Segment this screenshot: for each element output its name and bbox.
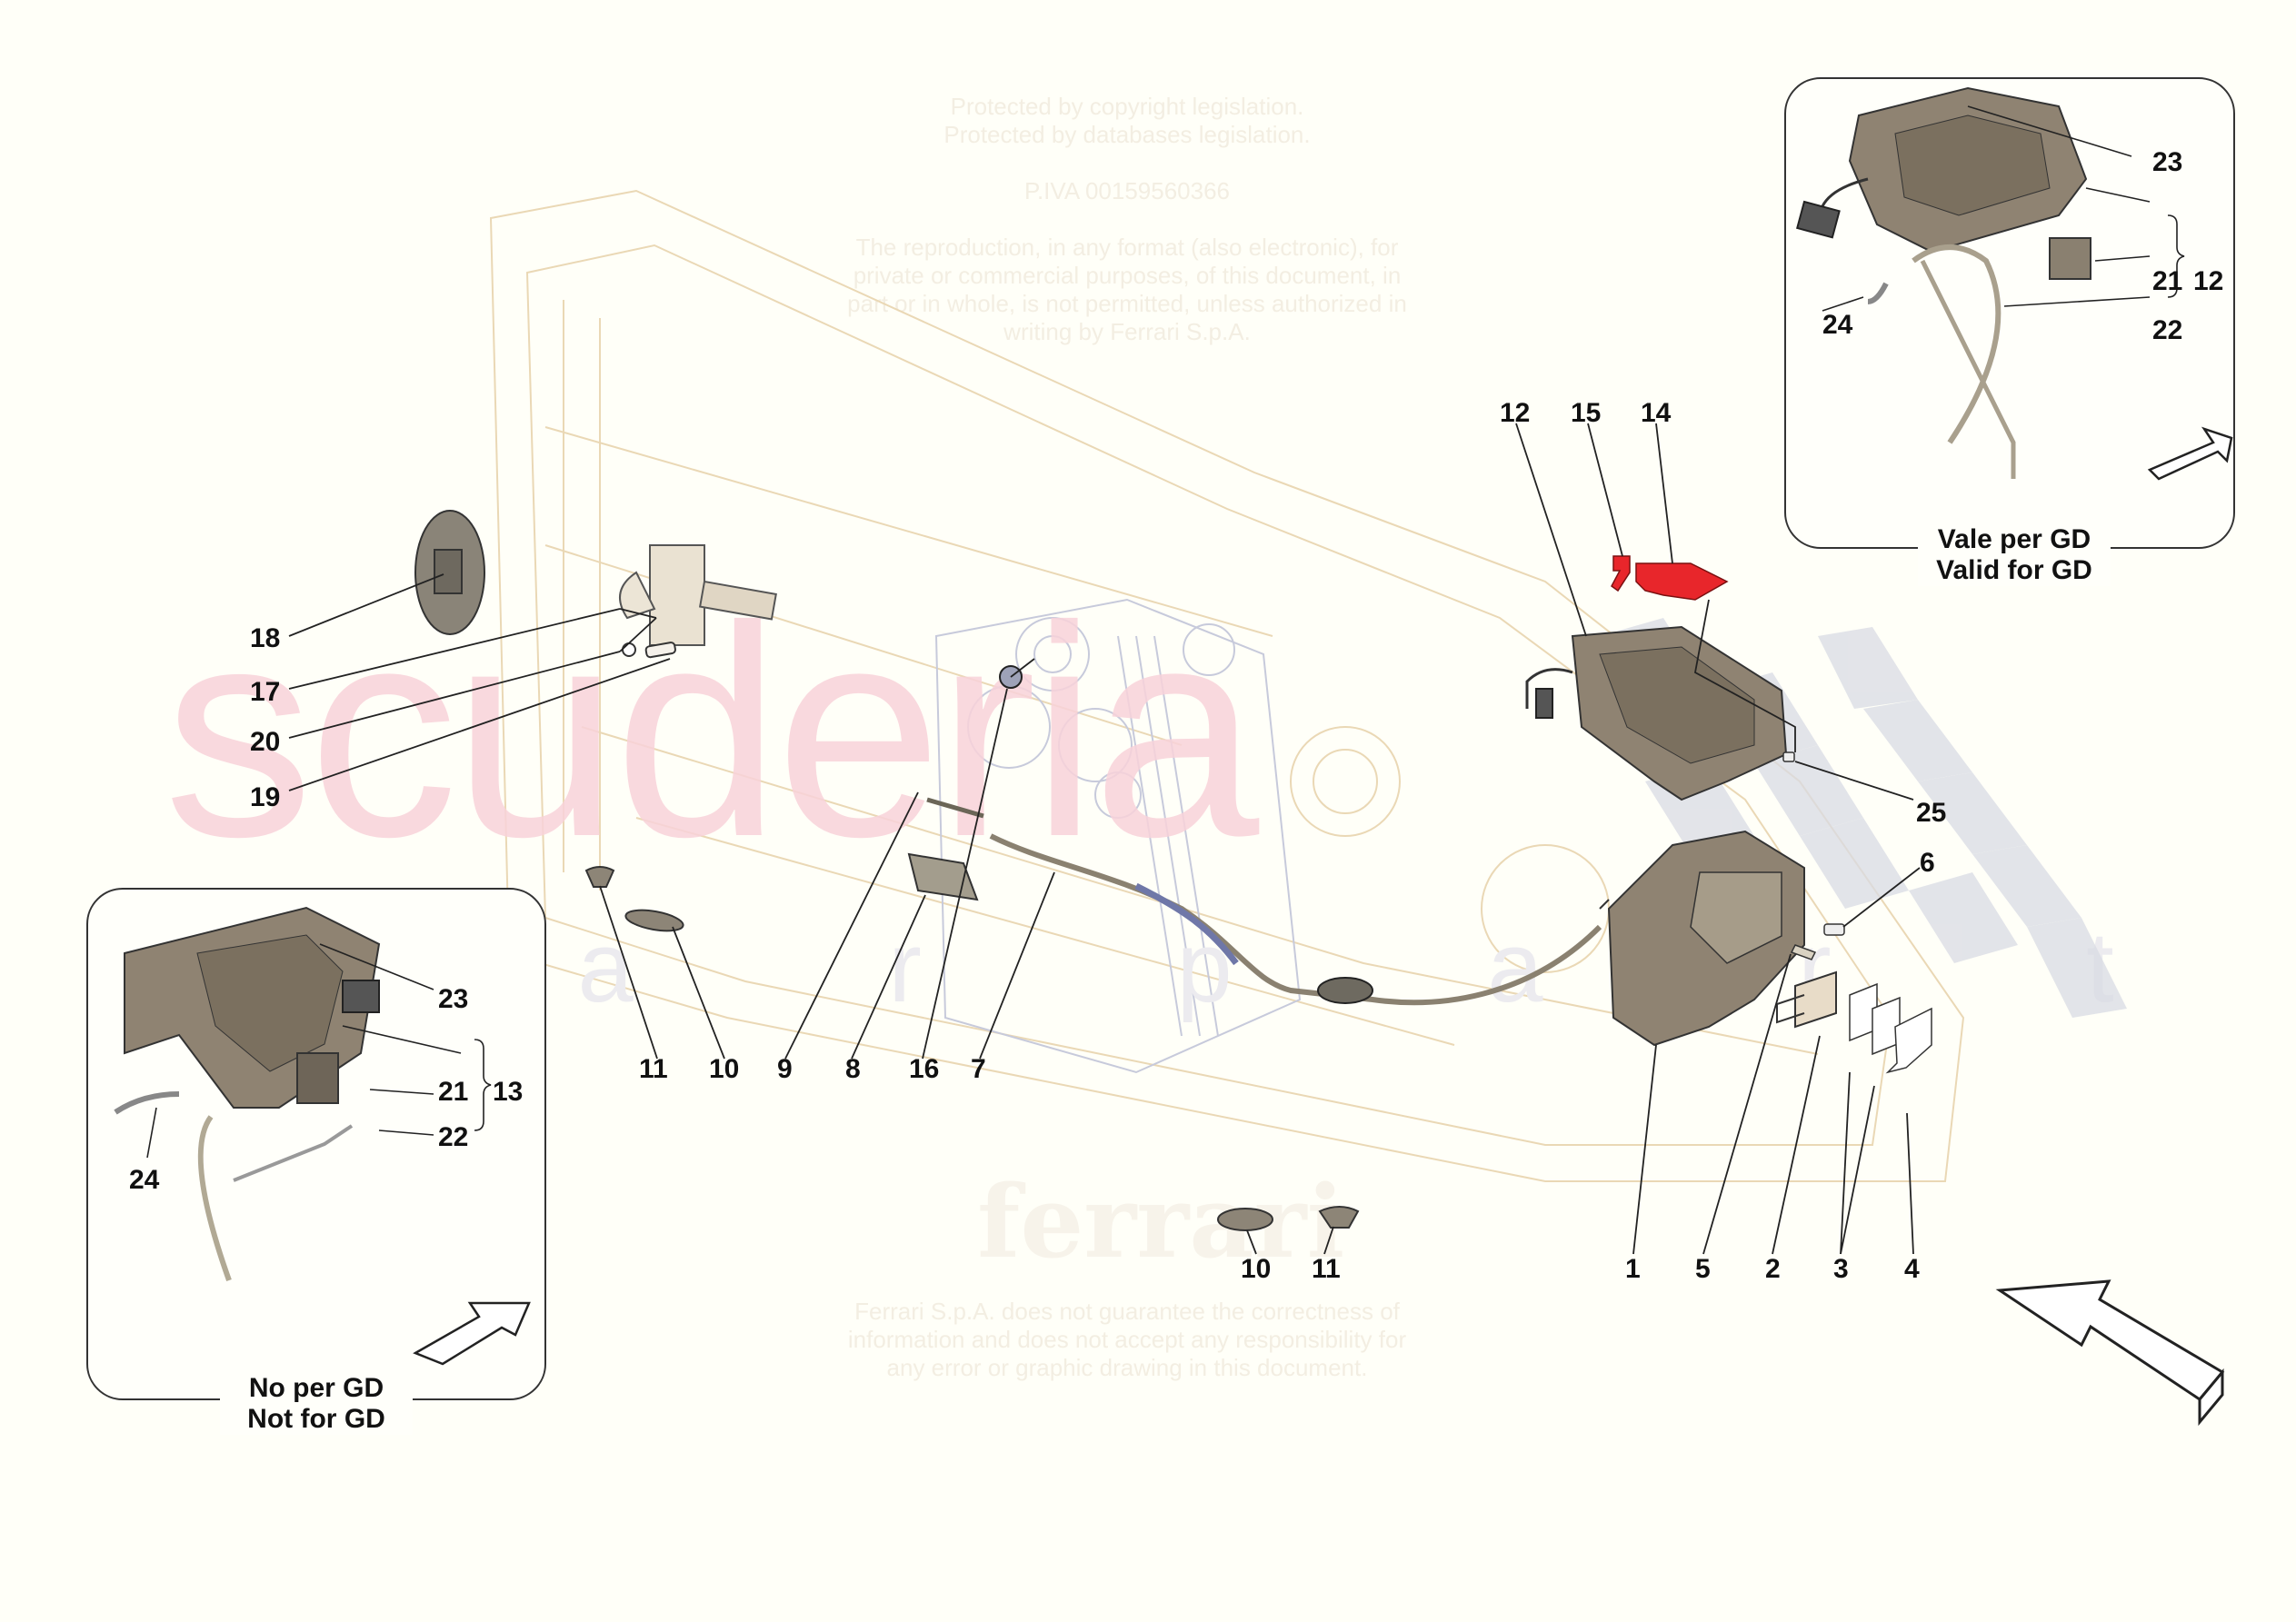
- callout-20: 20: [250, 727, 281, 757]
- inset-direction-arrow: [2147, 426, 2233, 481]
- callout-9: 9: [777, 1054, 793, 1084]
- watermark-notice-bottom: Ferrari S.p.A. does not guarantee the co…: [845, 1298, 1409, 1382]
- part-10-plug: [624, 909, 684, 932]
- caption-it: Vale per GD: [1937, 524, 2091, 554]
- part-11-clip-b: [1318, 1206, 1360, 1229]
- notice-line: private or commercial purposes, of this …: [853, 262, 1402, 289]
- inset-tr-callout-22: 22: [2152, 315, 2183, 345]
- callout-7: 7: [971, 1054, 986, 1084]
- callout-11b: 11: [1312, 1254, 1341, 1284]
- notice-line: Ferrari S.p.A. does not guarantee the co…: [854, 1298, 1400, 1325]
- part-2-striker: [1776, 970, 1837, 1029]
- inset-drawing: [114, 906, 531, 1366]
- part-25-bush: [1782, 751, 1795, 762]
- inset-drawing: [1796, 86, 2233, 481]
- callout-14: 14: [1641, 398, 1672, 428]
- callout-12: 12: [1500, 398, 1531, 428]
- part-8-switch: [907, 852, 979, 901]
- notice-line: The reproduction, in any format (also el…: [855, 234, 1399, 261]
- part-6-screw: [1823, 923, 1845, 936]
- part-7-grommet: [1317, 977, 1373, 1004]
- part-4-plate: [1885, 1007, 1932, 1074]
- direction-arrow-bottom-right: [1995, 1279, 2225, 1427]
- callout-6: 6: [1920, 848, 1935, 878]
- part-19-pin: [644, 642, 676, 659]
- inset-valid-for-gd: 23 21 12 22 24 Vale per GD Valid for GD: [1784, 77, 2235, 586]
- callout-8: 8: [845, 1054, 861, 1084]
- callout-18: 18: [250, 623, 281, 653]
- caption-it: No per GD: [248, 1373, 384, 1403]
- part-12-handle-module: [1525, 625, 1788, 801]
- notice-line: writing by Ferrari S.p.A.: [1003, 318, 1251, 345]
- part-7-cable: [989, 833, 1602, 1006]
- watermark-notice-top: Protected by copyright legislation. Prot…: [845, 93, 1409, 346]
- notice-line: Protected by databases legislation.: [943, 121, 1311, 148]
- part-17-door-check: [619, 544, 777, 646]
- inset-direction-arrow: [413, 1301, 531, 1366]
- caption-en: Valid for GD: [1936, 555, 2092, 585]
- part-5-screw: [1790, 944, 1817, 960]
- callout-2: 2: [1765, 1254, 1781, 1284]
- leader-lines: [288, 423, 1921, 1255]
- callout-11: 11: [639, 1054, 668, 1084]
- part-11-clip: [584, 866, 615, 888]
- inset-bl-callout-24: 24: [129, 1165, 160, 1195]
- inset-bl-callout-22: 22: [438, 1122, 469, 1152]
- callout-5: 5: [1695, 1254, 1711, 1284]
- callout-10: 10: [709, 1054, 740, 1084]
- callout-16: 16: [909, 1054, 940, 1084]
- part-1-door-lock: [1599, 830, 1805, 1047]
- notice-line: information and does not accept any resp…: [847, 1326, 1407, 1353]
- notice-line: Protected by copyright legislation.: [950, 93, 1304, 120]
- inset-bl-caption: No per GD Not for GD: [220, 1373, 413, 1435]
- part-14-red-handle: [1635, 562, 1729, 601]
- part-20-washer: [622, 642, 636, 657]
- notice-line: P.IVA 00159560366: [1023, 177, 1231, 204]
- callout-19: 19: [250, 782, 281, 812]
- callout-15: 15: [1571, 398, 1602, 428]
- inset-tr-caption: Vale per GD Valid for GD: [1918, 524, 2111, 586]
- part-15-red-lever: [1611, 555, 1631, 592]
- notice-line: any error or graphic drawing in this doc…: [886, 1354, 1368, 1381]
- inset-tr-callout-21: 21: [2152, 266, 2183, 296]
- inset-bl-callout-23: 23: [438, 984, 469, 1014]
- callout-3: 3: [1833, 1254, 1849, 1284]
- callout-1: 1: [1625, 1254, 1641, 1284]
- inset-tr-callout-24: 24: [1822, 310, 1853, 340]
- inset-bl-callout-21: 21: [438, 1077, 469, 1107]
- part-18-cover: [414, 510, 485, 635]
- caption-en: Not for GD: [247, 1404, 385, 1434]
- callout-4: 4: [1904, 1254, 1920, 1284]
- notice-line: part or in whole, is not permitted, unle…: [847, 290, 1407, 317]
- inset-tr-callout-12: 12: [2193, 266, 2224, 296]
- watermark-scuderia: scuderia: [164, 563, 1259, 899]
- inset-tr-callout-23: 23: [2152, 147, 2183, 177]
- callout-10b: 10: [1241, 1254, 1272, 1284]
- part-10-plug-b: [1217, 1208, 1273, 1231]
- callout-25: 25: [1916, 798, 1947, 828]
- watermark-ferrari-logo: ferrari: [977, 1163, 1345, 1280]
- inset-not-for-gd: 23 21 13 22 24 No per GD Not for GD: [86, 888, 546, 1435]
- callout-17: 17: [250, 677, 281, 707]
- inset-bl-callout-13: 13: [493, 1077, 524, 1107]
- part-9-rod: [926, 797, 984, 819]
